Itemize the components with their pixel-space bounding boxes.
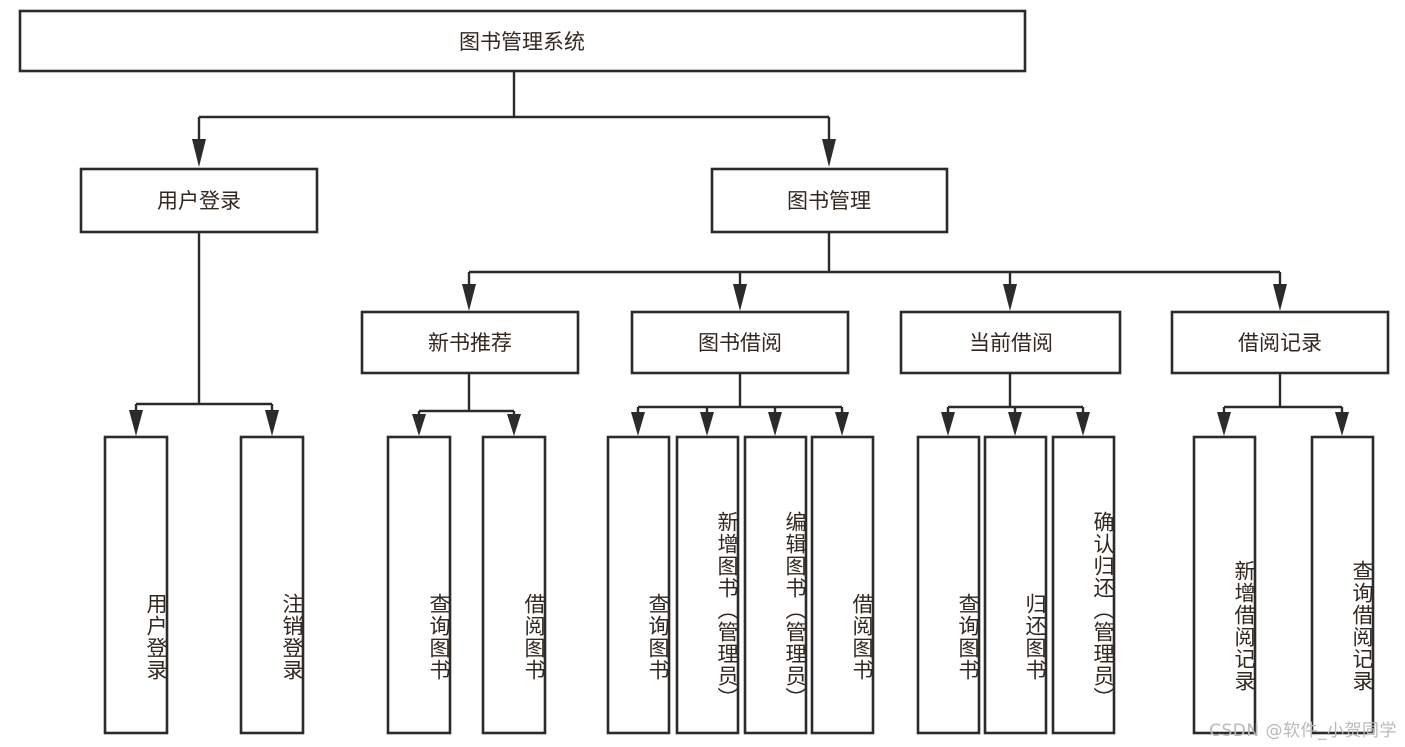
arrow-leaf-query-book-2 <box>631 412 645 436</box>
arrow-leaf-borrow-book-1 <box>507 414 521 436</box>
arrow-new-book-recommend <box>462 284 476 311</box>
leaf-borrow-book-2-box[interactable] <box>810 435 875 735</box>
leaf-return-book-box[interactable] <box>983 435 1048 735</box>
node-current-borrow-label: 当前借阅 <box>969 331 1053 355</box>
node-root[interactable]: 图书管理系统 <box>18 9 1027 73</box>
node-borrow-record[interactable]: 借阅记录 <box>1170 310 1390 375</box>
node-user-login-label: 用户登录 <box>157 189 241 213</box>
watermark-text: CSDN @软件_小贺同学 <box>1209 721 1397 741</box>
node-new-book-recommend-box[interactable] <box>360 310 580 375</box>
arrow-leaf-query-book-3 <box>941 412 955 436</box>
arrow-leaf-borrow-book-2 <box>835 412 849 436</box>
arrow-leaf-logout-login <box>265 410 279 436</box>
arrow-leaf-add-record <box>1217 412 1231 436</box>
connectors-borrow-record-to-leaves <box>1217 374 1349 436</box>
leaf-add-record-box[interactable] <box>1192 435 1257 735</box>
arrow-leaf-edit-book <box>768 412 782 436</box>
leaf-query-book-3-box[interactable] <box>916 435 981 735</box>
leaf-confirm-return-box[interactable] <box>1051 435 1116 735</box>
node-root-label: 图书管理系统 <box>459 30 585 54</box>
leaf-user-login-box[interactable] <box>103 435 169 735</box>
node-user-login[interactable]: 用户登录 <box>79 167 319 234</box>
connectors-user-login-to-leaves <box>129 233 279 436</box>
node-root-box[interactable] <box>18 9 1027 73</box>
node-current-borrow-box[interactable] <box>899 310 1122 375</box>
arrow-leaf-return-book <box>1008 412 1022 436</box>
node-book-management[interactable]: 图书管理 <box>710 167 949 234</box>
connectors-book-borrow-to-leaves <box>631 374 849 436</box>
node-current-borrow[interactable]: 当前借阅 <box>899 310 1122 375</box>
connectors-current-borrow-to-leaves <box>941 374 1090 436</box>
node-borrow-record-box[interactable] <box>1170 310 1390 375</box>
arrow-user-login <box>192 139 206 167</box>
leaf-query-book-1-box[interactable] <box>386 435 452 735</box>
leaf-query-record-box[interactable] <box>1310 435 1375 735</box>
node-new-book-recommend-label: 新书推荐 <box>428 331 512 355</box>
node-book-management-label: 图书管理 <box>787 189 871 213</box>
arrow-leaf-confirm-return <box>1076 412 1090 436</box>
arrow-leaf-user-login <box>129 410 143 436</box>
node-borrow-record-label: 借阅记录 <box>1238 331 1322 355</box>
arrow-borrow-record <box>1273 284 1287 311</box>
arrow-leaf-query-record <box>1335 412 1349 436</box>
node-book-borrow-label: 图书借阅 <box>698 331 782 355</box>
leaf-edit-book-box[interactable] <box>743 435 808 735</box>
connectors-new-book-to-leaves <box>412 374 521 436</box>
node-user-login-box[interactable] <box>79 167 319 234</box>
arrow-leaf-add-book <box>700 412 714 436</box>
leaf-query-book-2-box[interactable] <box>606 435 671 735</box>
leaf-borrow-book-1-box[interactable] <box>481 435 547 735</box>
arrow-leaf-query-book-1 <box>412 414 426 436</box>
arrow-current-borrow <box>1003 284 1017 311</box>
arrow-book-borrow <box>733 284 747 311</box>
node-book-management-box[interactable] <box>710 167 949 234</box>
node-new-book-recommend[interactable]: 新书推荐 <box>360 310 580 375</box>
node-book-borrow[interactable]: 图书借阅 <box>630 310 850 375</box>
connectors-book-management-to-level3 <box>462 233 1287 311</box>
connectors-root-to-level2 <box>192 71 836 167</box>
leaf-logout-login-box[interactable] <box>239 435 305 735</box>
node-book-borrow-box[interactable] <box>630 310 850 375</box>
leaf-add-book-box[interactable] <box>675 435 740 735</box>
arrow-book-management <box>822 139 836 167</box>
